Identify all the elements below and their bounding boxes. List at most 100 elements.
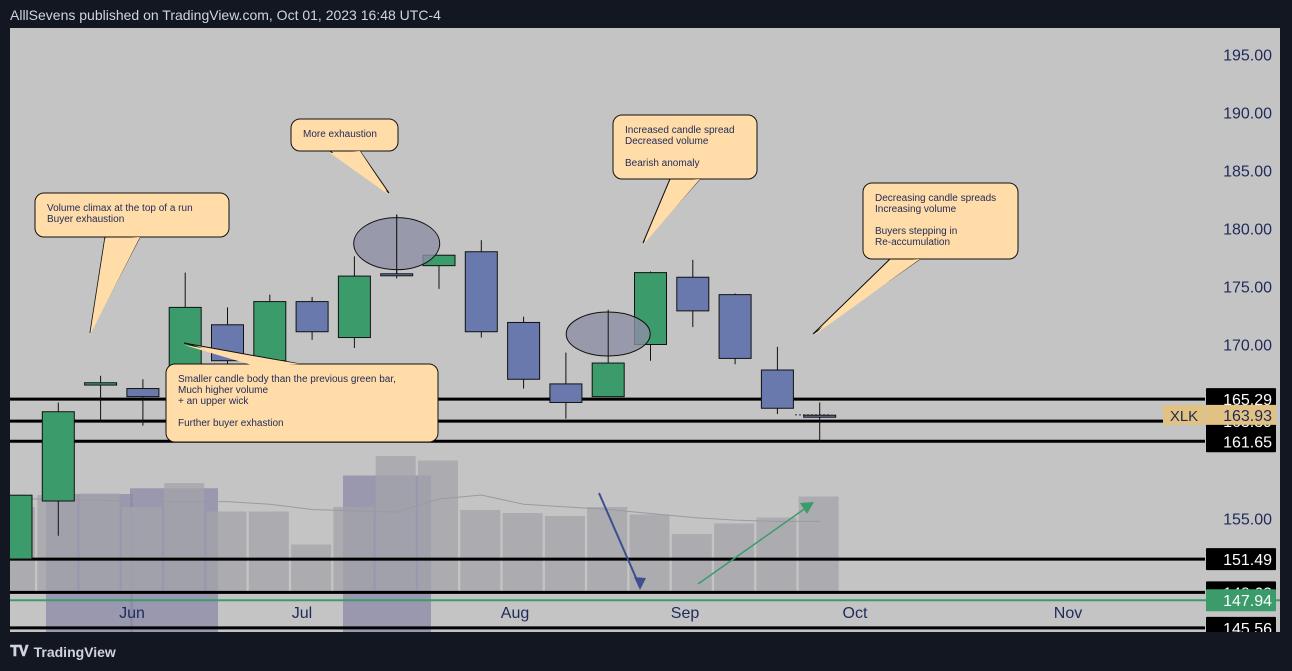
y-axis-tick-label: 180.00: [1223, 222, 1272, 239]
level-price-label-bg: [1206, 548, 1276, 571]
level-price-label: 145.56: [1223, 621, 1272, 632]
callout-tail-join: [643, 179, 700, 245]
callout-tail-join: [90, 237, 140, 335]
volume-moving-average-line: [16, 494, 820, 522]
bearish-candle: [549, 383, 583, 403]
volume-bar: [164, 483, 205, 594]
bearish-candle: [464, 251, 498, 333]
callout-box: [165, 363, 439, 443]
tradingview-logo-icon: 𝐓𝐕: [10, 643, 29, 660]
bearish-candle: [718, 294, 752, 359]
callout-text: Increasing volume: [875, 204, 957, 215]
x-axis-month-label: Jun: [119, 605, 145, 622]
green-price-label: 147.94: [1223, 593, 1272, 610]
y-axis-tick-label: 190.00: [1223, 106, 1272, 123]
volume-bar: [798, 496, 839, 594]
up-arrow-line: [697, 504, 811, 585]
callout-text: Increased candle spread: [625, 125, 735, 136]
callout-text: More exhaustion: [303, 129, 377, 140]
callout-text: Decreased volume: [625, 136, 709, 147]
callout-text: Bearish anomaly: [625, 158, 699, 169]
bullish-candle: [337, 275, 371, 339]
last-price-label-bg: [1206, 404, 1276, 425]
bearish-candle: [676, 276, 710, 312]
up-arrow-icon: [800, 502, 814, 514]
volume-bar: [291, 544, 332, 594]
bearish-candle: [507, 321, 541, 380]
symbol-label: XLK: [1170, 408, 1198, 425]
callout-text: Decreasing candle spreads: [875, 193, 996, 204]
footer-brand-label: TradingView: [33, 643, 116, 660]
level-price-label-bg: [1206, 430, 1276, 453]
callout-tail-join: [184, 345, 300, 366]
x-axis-month-label: Aug: [501, 605, 529, 622]
volume-bar: [333, 507, 374, 594]
y-axis-tick-label: 155.00: [1223, 511, 1272, 528]
y-axis-tick-label: 185.00: [1223, 164, 1272, 181]
green-price-label-bg: [1206, 589, 1276, 612]
bearish-candle: [803, 414, 837, 418]
volume-bar: [629, 514, 670, 594]
annotation-further-exhaustion: Smaller candle body than the previous gr…: [165, 342, 439, 443]
bearish-candle: [380, 273, 414, 277]
volume-bar: [418, 460, 458, 594]
volume-bar: [79, 493, 120, 594]
y-axis-tick-label: 195.00: [1223, 48, 1272, 65]
x-axis-month-label: Oct: [843, 605, 868, 622]
volume-bar: [671, 534, 712, 594]
bearish-candle: [126, 388, 160, 398]
volume-bar: [544, 516, 585, 594]
volume-bar: [248, 511, 289, 594]
x-axis-month-label: Nov: [1054, 605, 1082, 622]
last-price-label: 163.93: [1223, 408, 1272, 425]
down-arrow-line: [598, 492, 641, 588]
level-price-label: 165.29: [1223, 392, 1272, 409]
level-price-label: 161.65: [1223, 434, 1272, 451]
volume-bar: [756, 517, 797, 594]
bullish-candle: [253, 301, 287, 362]
level-price-label-bg: [1206, 616, 1276, 632]
y-axis-tick-label: 170.00: [1223, 337, 1272, 354]
down-arrow-icon: [634, 577, 646, 590]
bearish-candle: [760, 369, 794, 409]
bearish-candle: [295, 301, 329, 333]
bullish-candle: [41, 411, 75, 502]
callout-box: [290, 118, 399, 152]
level-price-label-bg: [1206, 388, 1276, 411]
callout-text: Further buyer exhastion: [178, 418, 284, 429]
symbol-label-bg: [1163, 404, 1205, 425]
callout-tail-join: [813, 259, 920, 336]
level-price-label: 151.49: [1223, 552, 1272, 569]
callout-text: Smaller candle body than the previous gr…: [178, 374, 396, 385]
volume-bar: [460, 510, 501, 594]
x-axis-month-label: Sep: [671, 605, 700, 622]
y-axis-tick-label: 175.00: [1223, 280, 1272, 297]
bullish-candle: [10, 494, 33, 560]
callout-box: [862, 182, 1019, 260]
bullish-candle: [591, 362, 625, 398]
callout-box: [612, 114, 758, 180]
callout-text: Re-accumulation: [875, 237, 950, 248]
volume-bar: [375, 456, 416, 594]
footer-brand[interactable]: 𝐓𝐕 TradingView: [10, 643, 116, 660]
volume-bar: [37, 495, 78, 594]
callout-text: + an upper wick: [178, 396, 249, 407]
volume-bar: [206, 511, 247, 594]
callout-box: [34, 192, 230, 238]
annotation-more-exhaustion: More exhaustion: [290, 118, 399, 195]
callout-text: Much higher volume: [178, 385, 268, 396]
volume-bar: [121, 507, 162, 594]
bullish-candle: [84, 382, 118, 386]
publish-header: AlllSevens published on TradingView.com,…: [10, 7, 441, 23]
volume-bar: [587, 507, 628, 594]
callout-text: Volume climax at the top of a run: [47, 203, 193, 214]
volume-bar: [502, 513, 543, 594]
x-axis-month-label: Jul: [292, 605, 312, 622]
axis-layer: 195.00 190.00 185.00 180.00 175.00 170.00 155.…: [119, 48, 1276, 632]
callout-text: Buyer exhaustion: [47, 214, 124, 225]
callout-text: Buyers stepping in: [875, 226, 957, 237]
